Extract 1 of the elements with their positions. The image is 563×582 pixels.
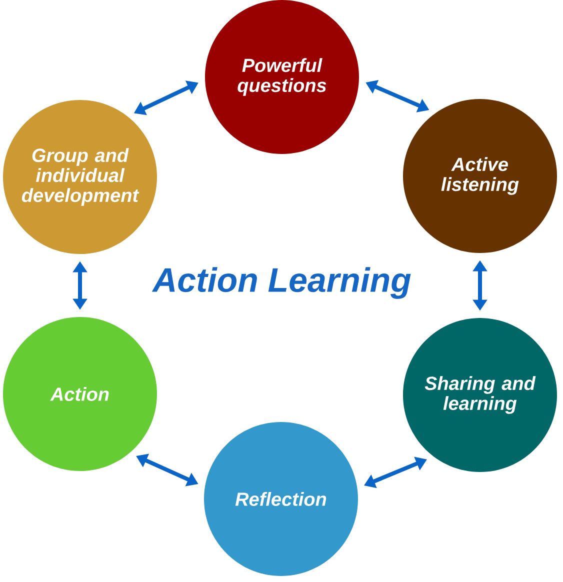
diagram-title: Action Learning: [152, 267, 411, 299]
